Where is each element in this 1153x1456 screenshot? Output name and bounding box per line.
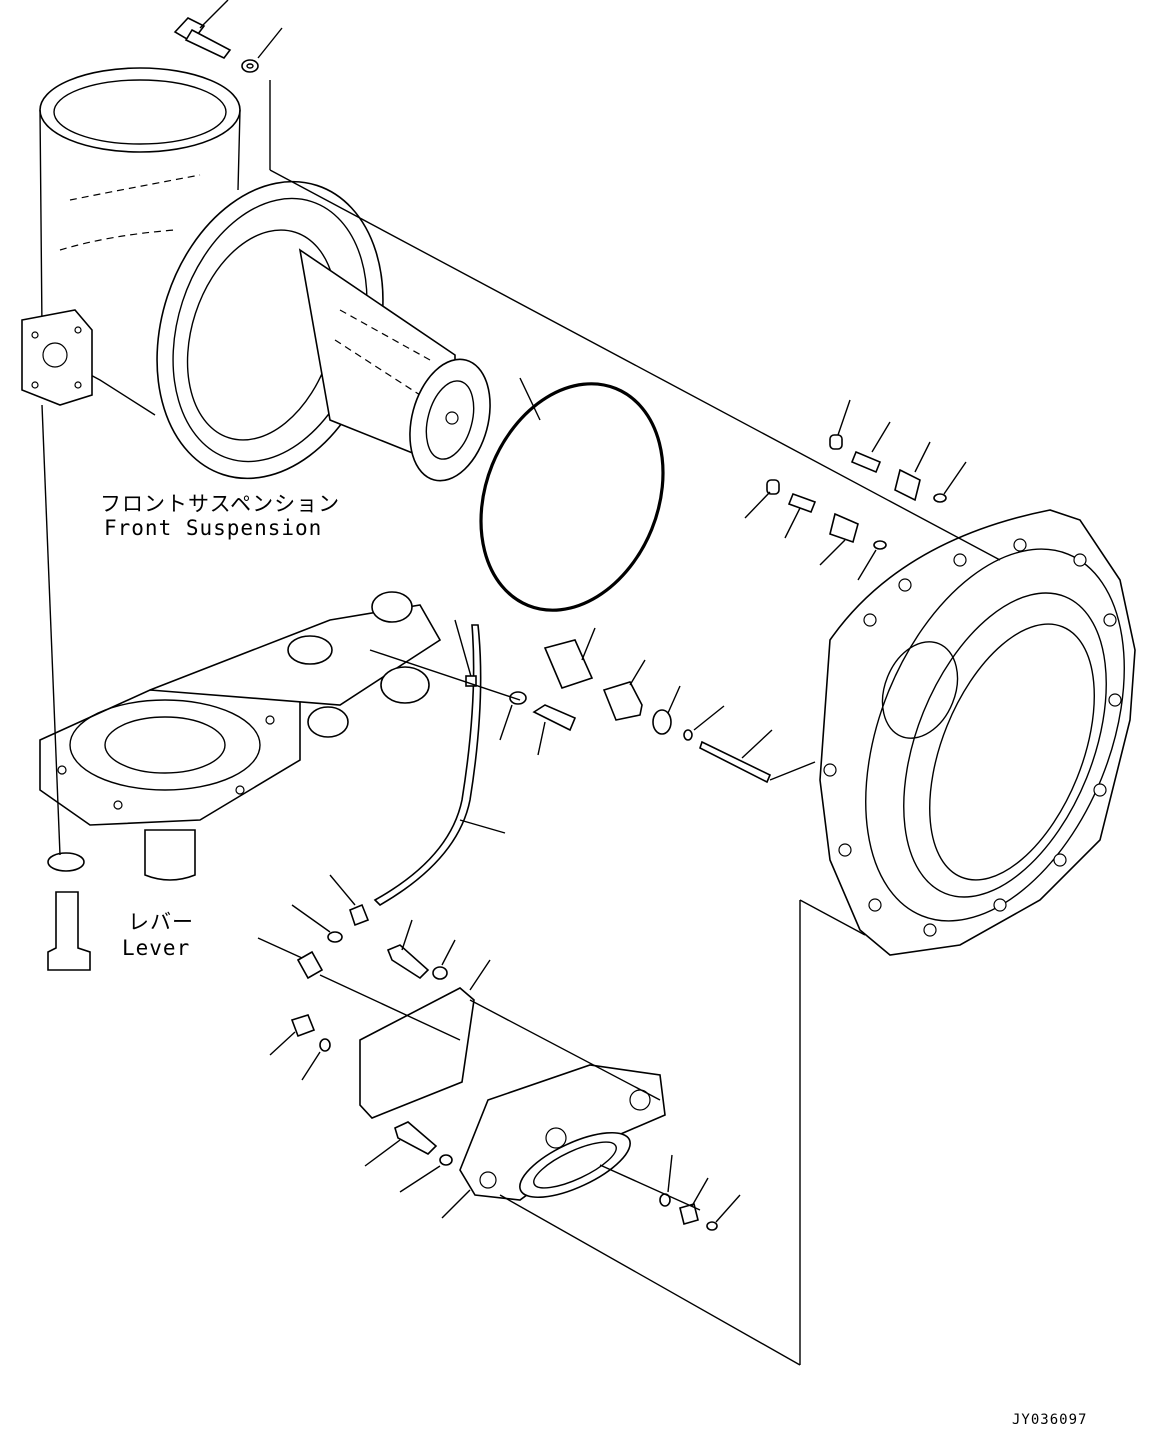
tube — [373, 624, 482, 906]
lever-label-jp: レバー — [128, 910, 194, 934]
top-washer — [241, 27, 283, 73]
lower-washer — [47, 852, 85, 872]
bleeder-fittings — [744, 399, 967, 581]
lever-label-en: Lever — [122, 936, 191, 960]
clip — [465, 675, 477, 687]
caliper-bracket — [459, 1064, 666, 1201]
large-o-ring — [479, 382, 665, 612]
lower-bolt — [47, 891, 91, 971]
lever — [39, 591, 442, 881]
top-bolt — [173, 0, 232, 60]
front-suspension-label-en: Front Suspension — [104, 516, 323, 540]
center-fittings — [499, 627, 816, 784]
lower-small-parts — [257, 874, 456, 1081]
flange-assembly — [819, 509, 1136, 956]
front-suspension-housing — [21, 67, 491, 482]
cover-plate — [359, 987, 475, 1119]
front-suspension-label-jp: フロントサスペンション — [100, 492, 341, 516]
drawing-code: JY036097 — [1012, 1412, 1088, 1428]
assembly-lines — [41, 80, 1001, 1366]
